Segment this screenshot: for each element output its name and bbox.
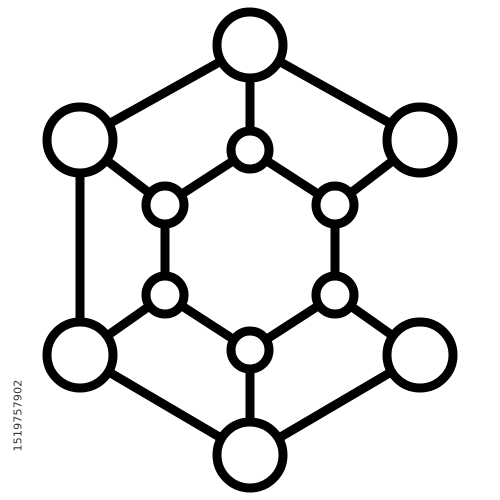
atom-inner-upper-left [141,181,189,229]
atom-outer-lower-left [42,317,118,393]
molecule-bonds [75,40,425,460]
atom-outer-upper-right [382,102,458,178]
atom-outer-top [212,7,288,83]
atom-outer-upper-left [42,102,118,178]
atom-inner-lower-left [141,271,189,319]
atom-inner-upper-right [311,181,359,229]
atom-outer-lower-right [382,317,458,393]
atom-inner-lower-right [311,271,359,319]
molecule-atoms [42,7,458,493]
atom-inner-top [226,126,274,174]
atom-inner-bottom [226,326,274,374]
stock-id-label: 1519757902 [11,379,25,452]
atom-outer-bottom [212,417,288,493]
